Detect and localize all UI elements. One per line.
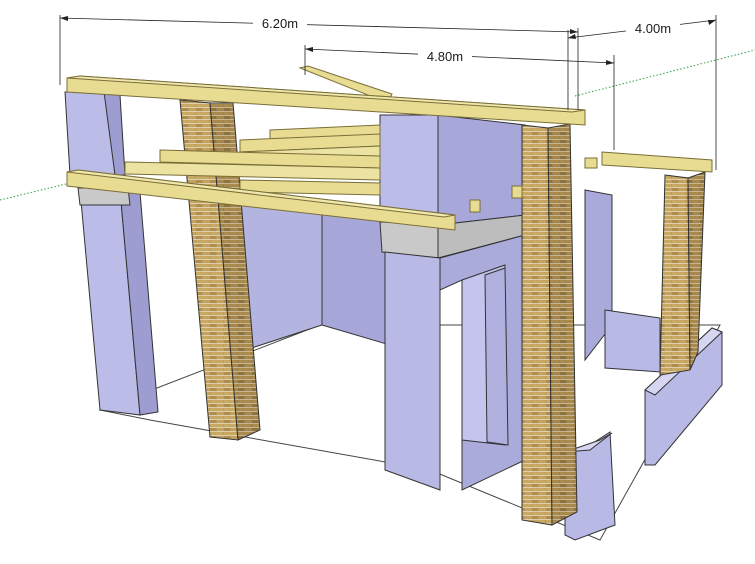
- brick-pillar-right-side: [687, 171, 706, 371]
- right-low-wall-back: [604, 309, 661, 373]
- brick-pillar-right-front: [659, 174, 691, 376]
- dimension-label-overall: 6.20m: [262, 16, 298, 31]
- dimension-label-depth: 4.00m: [635, 21, 671, 36]
- lower-main-beam-top: [66, 169, 456, 218]
- center-wall-upper-side: [437, 114, 526, 226]
- brick-pillar-center-side: [547, 123, 578, 526]
- front-stub-wall-top: [564, 432, 613, 453]
- green-axis-right: [574, 49, 755, 97]
- brick-pillar-center-front: [521, 124, 553, 526]
- dimension-inner-span[interactable]: 4.80m: [304, 45, 615, 150]
- roof-joist-6: [239, 179, 381, 196]
- roof-joist-5: [124, 161, 381, 181]
- green-axis-left: [0, 182, 71, 201]
- door-wall-left: [384, 251, 441, 491]
- joist-stub-2: [511, 185, 523, 199]
- top-main-beam-top: [66, 75, 586, 113]
- dimension-overall-length[interactable]: 6.20m: [59, 15, 579, 110]
- dimension-label-inner: 4.80m: [427, 49, 463, 64]
- joist-stub-3: [584, 157, 598, 169]
- door-leaf: [484, 267, 509, 446]
- dimension-depth[interactable]: 4.00m: [567, 15, 717, 170]
- right-side-beam: [601, 151, 713, 173]
- joist-stub-1: [469, 199, 481, 213]
